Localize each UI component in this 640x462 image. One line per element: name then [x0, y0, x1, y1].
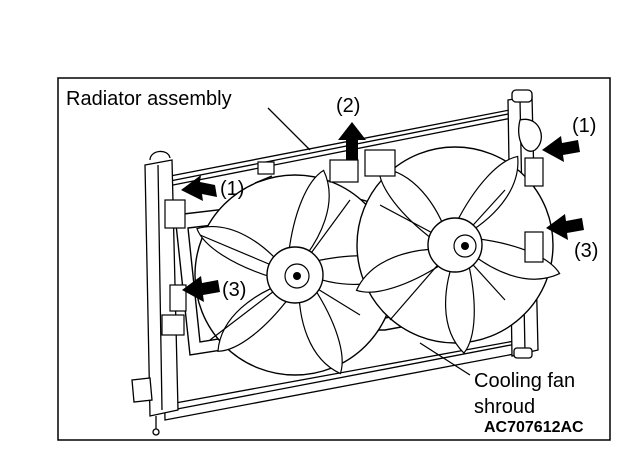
callout-3-left: (3): [222, 279, 247, 301]
figure-frame: [57, 77, 611, 441]
figure-code: AC707612AC: [484, 419, 584, 436]
callout-1-left: (1): [220, 178, 245, 200]
label-shroud: shroud: [474, 396, 536, 418]
callout-2: (2): [336, 95, 361, 117]
top-connectors: [257, 149, 396, 183]
label-cooling-fan: Cooling fan: [474, 370, 576, 392]
mounting-clips: [161, 157, 544, 336]
callout-1-right: (1): [572, 115, 597, 137]
leader-lines: [254, 107, 471, 376]
left-fan: [189, 166, 406, 380]
callout-3-right: (3): [574, 240, 599, 262]
label-radiator-assembly: Radiator assembly: [66, 88, 232, 110]
right-fan: [350, 145, 564, 356]
arrow-icon: [181, 122, 584, 302]
